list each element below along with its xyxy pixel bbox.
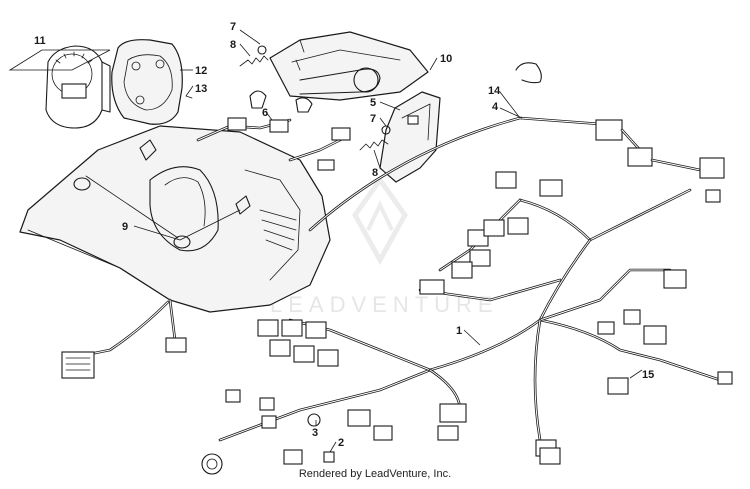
callout-8-top: 8 [230,39,236,51]
callout-3: 3 [312,427,318,439]
callout-6: 6 [262,107,268,119]
connector-group-6 [196,90,351,171]
callout-2: 2 [338,437,344,449]
callout-14: 14 [488,85,501,97]
callout-10: 10 [440,53,452,65]
dash-panel [19,125,331,313]
side-cover [379,91,441,183]
callout-5: 5 [370,97,376,109]
callout-15: 15 [642,369,654,381]
callout-labels: 11 12 13 7 8 6 10 5 7 8 9 14 4 1 3 2 15 [34,21,654,449]
upper-cover [269,31,429,101]
callout-13: 13 [195,83,207,95]
instrument-gauge [45,45,111,129]
spring-top [239,45,269,67]
callout-7-bottom: 7 [370,113,376,125]
callout-11: 11 [34,35,46,47]
footer-credit: Rendered by LeadVenture, Inc. [298,468,452,480]
leader-lines [133,29,643,453]
callout-9: 9 [122,221,128,233]
harness-1-connectors [201,171,733,475]
callout-12: 12 [195,65,207,77]
callout-8-bottom: 8 [372,167,378,179]
harness-4 [308,116,725,232]
callout-7-top: 7 [230,21,236,33]
clip-14 [515,62,542,84]
dash-harness [61,298,187,379]
callout-1: 1 [456,325,462,337]
callout-4: 4 [492,101,499,113]
gauge-housing [111,39,193,125]
